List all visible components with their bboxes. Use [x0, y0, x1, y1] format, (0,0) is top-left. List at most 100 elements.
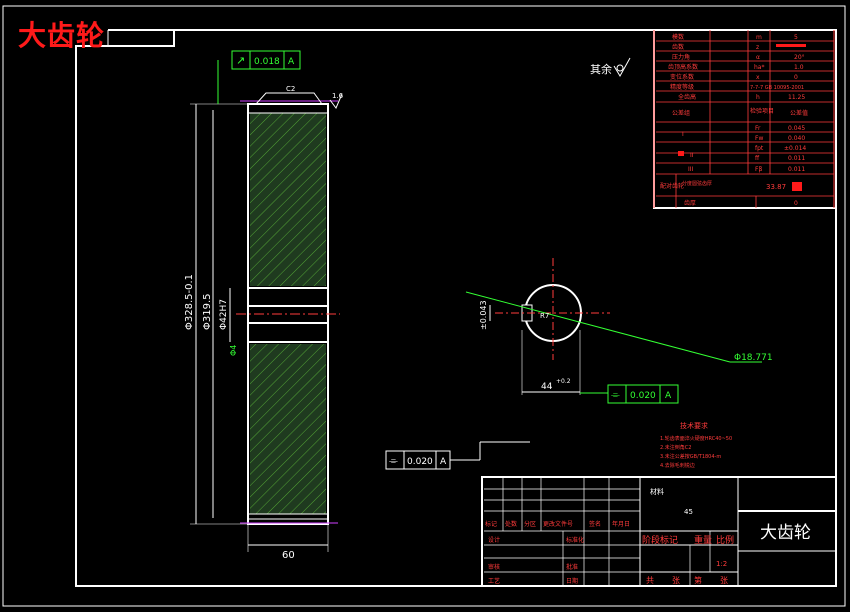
- sym-value-left: 0.020: [407, 457, 433, 467]
- sym-datum-left: A: [440, 457, 447, 467]
- tb-label-date: 年月日: [612, 520, 630, 528]
- tech-notes-title: 技术要求: [680, 421, 708, 430]
- gt-row-3-val: 1.0: [794, 64, 804, 71]
- gt-row-2-sym: α: [756, 54, 760, 61]
- tb-label-datefield: 日期: [566, 577, 578, 585]
- gt-mating-val: 33.87: [766, 183, 786, 191]
- gt-row-0-val: 5: [794, 34, 798, 41]
- gt-check-0-sym: Fr: [755, 125, 761, 132]
- keyway-tol-label: +0.2: [556, 378, 571, 385]
- tb-label-process: 工艺: [488, 577, 500, 585]
- watermark-title: 大齿轮: [18, 19, 106, 52]
- gt-check-2-mark: [678, 151, 684, 156]
- sym-value-right: 0.020: [630, 391, 656, 401]
- outer-frame: [2, 5, 846, 607]
- tb-label-mark: 标记: [485, 520, 497, 528]
- bore-detail: Φ18.771 R7 ±0.043 44 +0.2: [465, 258, 773, 395]
- gt-check-2-sym: fpt: [755, 145, 764, 152]
- gt-row-2-val: 20°: [794, 54, 805, 61]
- outer-dia-label: Φ328.5-0.1: [184, 274, 195, 330]
- symmetry-symbol-right: ⌯: [611, 388, 620, 401]
- gt-check-4-group: III: [688, 166, 694, 173]
- gt-check-4-sym: Fβ: [755, 166, 762, 173]
- gt-row-0-sym: m: [756, 34, 762, 41]
- gt-check-0-val: 0.045: [788, 125, 805, 132]
- symmetry-frame-left: ⌯ 0.020 A: [385, 441, 530, 470]
- runout-frame: ↗ 0.018 A: [217, 50, 301, 104]
- gt-check-h1: 检验项目: [750, 107, 774, 115]
- gt-mating-mark: [792, 182, 802, 191]
- tech-note-4: 4.去除毛刺锐边: [660, 462, 695, 469]
- tech-note-3: 3.未注公差按GB/T1804-m: [660, 453, 721, 460]
- gt-check-h2: 公差值: [790, 109, 808, 117]
- gt-row-0-name: 模数: [672, 33, 684, 41]
- gt-check-2-group: II: [690, 152, 694, 159]
- tech-note-1: 1.轮齿表面淬火硬度HRC40~50: [660, 435, 732, 442]
- tb-label-sign: 签名: [589, 520, 601, 528]
- tb-stage-label: 阶段标记: [642, 534, 678, 546]
- tb-sheet-unit-1: 张: [672, 576, 680, 585]
- tb-label-design: 设计: [488, 536, 500, 544]
- key-depth-label: ±0.043: [479, 300, 488, 330]
- symmetry-frame-right: ⌯ 0.020 A: [580, 384, 679, 404]
- gt-row-2-name: 压力角: [672, 53, 690, 61]
- gt-row-3-sym: ha*: [754, 64, 764, 71]
- pitch-dia-label: Φ319.5: [202, 294, 213, 331]
- gt-row-6-sym: h: [756, 94, 760, 101]
- symmetry-symbol-left: ⌯: [389, 454, 398, 467]
- tb-label-zone: 分区: [524, 520, 536, 528]
- roughness-note: 其余: [590, 62, 612, 76]
- runout-symbol: ↗: [236, 54, 245, 67]
- roughness-symbol: [613, 57, 631, 77]
- gt-check-2-val: ±0.014: [784, 145, 806, 152]
- tech-notes: 技术要求 1.轮齿表面淬火硬度HRC40~50 2.未注倒角C2 3.未注公差按…: [660, 421, 732, 469]
- gt-bottom-val: 0: [794, 200, 798, 207]
- gt-row-5-val: 7-7-7 GB 10095-2001: [750, 85, 804, 91]
- gt-check-3-sym: ff: [755, 155, 760, 162]
- gt-row-4-name: 变位系数: [670, 73, 694, 81]
- gt-bottom-label: 齿厚: [684, 199, 696, 207]
- gt-check-1-sym: Fw: [755, 135, 763, 142]
- keyway-width-label: 44: [541, 382, 553, 392]
- tb-scale: 1:2: [716, 560, 727, 568]
- rough-top-label: 1.6: [332, 92, 344, 100]
- gt-check-0-group: I: [682, 131, 684, 138]
- gt-row-6-name: 全齿高: [678, 93, 696, 101]
- tb-scale-label: 比例: [716, 534, 734, 546]
- title-block: 标记 处数 分区 更改文件号 签名 年月日 设计 审核 工艺 标准化 批准 日期…: [481, 476, 837, 587]
- gear-section: [236, 92, 340, 525]
- gt-check-1-val: 0.040: [788, 135, 805, 142]
- gt-row-5-name: 精度等级: [670, 83, 694, 91]
- chamfer-label: C2: [286, 85, 295, 93]
- gt-mating-sub: 分度圆弦齿厚: [682, 180, 712, 187]
- gt-row-1-sym: z: [756, 44, 759, 51]
- tb-material-label: 材料: [650, 487, 664, 496]
- bore-dia-label: Φ42H7: [219, 299, 229, 330]
- tb-sheet-total: 共: [646, 576, 654, 585]
- gt-row-6-val: 11.25: [788, 94, 805, 101]
- gt-row-1-name: 齿数: [672, 43, 684, 51]
- tb-sheet-no: 第: [694, 575, 702, 585]
- lower-hatch: [250, 344, 326, 514]
- tech-note-2: 2.未注倒角C2: [660, 444, 691, 451]
- tb-material: 45: [684, 508, 693, 516]
- gt-check-h0: 公差组: [672, 109, 690, 117]
- width-label: 60: [282, 550, 295, 561]
- runout-value: 0.018: [254, 57, 280, 67]
- radius-callout: Φ18.771: [734, 353, 773, 363]
- tb-label-approve: 批准: [566, 563, 578, 571]
- diameter-dimensions: Φ328.5-0.1 Φ319.5 Φ42H7 Φ4 60 C2 1.6: [184, 85, 344, 561]
- tb-part-name: 大齿轮: [760, 523, 811, 543]
- upper-hatch: [250, 113, 326, 286]
- bore-callout: R7: [540, 312, 549, 320]
- gear-parameter-table: 模数 m 5 齿数 z 压力角 α 20° 齿顶高系数 ha* 1.0 变位系数…: [653, 29, 837, 209]
- gt-row-4-sym: x: [756, 74, 760, 81]
- tb-label-docno: 更改文件号: [543, 520, 573, 528]
- sym-datum-right: A: [665, 391, 672, 401]
- gt-check-3-val: 0.011: [788, 155, 805, 162]
- tb-sheet-unit-2: 张: [720, 576, 728, 585]
- gt-row-4-val: 0: [794, 74, 798, 81]
- gt-row-3-name: 齿顶高系数: [668, 63, 698, 71]
- tb-label-review: 审核: [488, 563, 500, 571]
